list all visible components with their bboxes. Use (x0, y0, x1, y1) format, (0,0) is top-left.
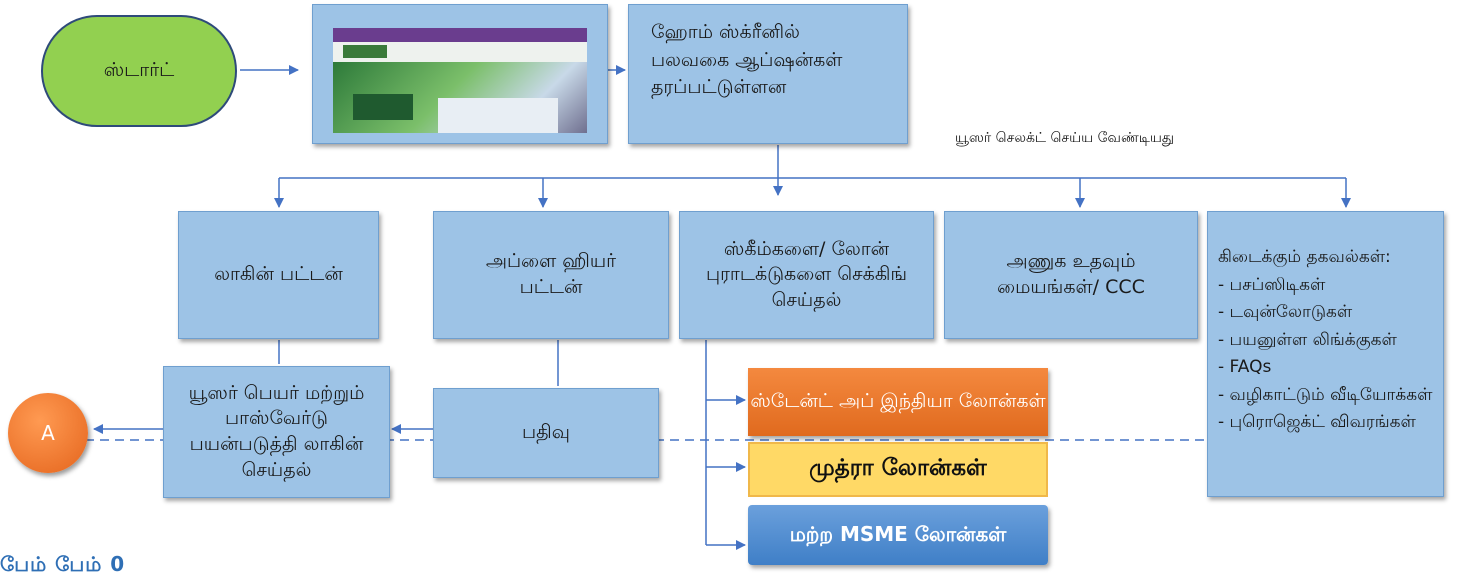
home-options-text: ஹோம் ஸ்க்ரீனில் பலவகை ஆப்ஷன்கள் தரப்பட்ட… (651, 21, 843, 99)
register-box: பதிவு (433, 388, 659, 478)
check-schemes-label: ஸ்கீம்களை/ லோன் புராடக்டுகளை செக்கிங் செ… (705, 237, 908, 311)
other-msme-loans-label: மற்ற MSME லோன்கள் (789, 521, 1007, 546)
connector-a-label: A (41, 421, 55, 445)
info-item: - FAQs (1218, 357, 1272, 378)
login-credentials-label: யூஸர் பெயர் மற்றும் பாஸ்வேர்டு பயன்படுத்… (188, 381, 365, 481)
website-thumbnail (333, 28, 587, 133)
contact-centers-label: அணுக உதவும் மையங்கள்/ CCC (997, 250, 1145, 298)
connector-a: A (8, 393, 88, 473)
start-label: ஸ்டார்ட் (103, 58, 175, 81)
login-button-box: லாகின் பட்டன் (178, 211, 379, 339)
info-list: - பசப்ஸிடிகள் - டவுன்லோடுகள் - பயனுள்ள ல… (1218, 272, 1433, 437)
start-node: ஸ்டார்ட் (41, 15, 237, 127)
info-item: - புரொஜெக்ட் விவரங்கள் (1218, 412, 1416, 433)
info-item: - வழிகாட்டும் வீடியோக்கள் (1218, 384, 1433, 405)
mudra-loans-label: முத்ரா லோன்கள் (809, 455, 987, 481)
mudra-loans: முத்ரா லோன்கள் (748, 442, 1048, 497)
contact-centers-box: அணுக உதவும் மையங்கள்/ CCC (944, 211, 1198, 339)
home-options-box: ஹோம் ஸ்க்ரீனில் பலவகை ஆப்ஷன்கள் தரப்பட்ட… (628, 4, 908, 144)
apply-button-label: அப்ளை ஹியர் பட்டன் (485, 250, 617, 298)
info-item: - பயனுள்ள லிங்க்குகள் (1218, 329, 1397, 350)
other-msme-loans: மற்ற MSME லோன்கள் (748, 505, 1048, 565)
check-schemes-box: ஸ்கீம்களை/ லோன் புராடக்டுகளை செக்கிங் செ… (679, 211, 934, 339)
login-credentials-box: யூஸர் பெயர் மற்றும் பாஸ்வேர்டு பயன்படுத்… (163, 366, 390, 498)
login-button-label: லாகின் பட்டன் (214, 263, 343, 286)
info-title: கிடைக்கும் தகவல்கள்: (1218, 247, 1391, 267)
apply-button-box: அப்ளை ஹியர் பட்டன் (433, 211, 669, 339)
standup-india-loans-label: ஸ்டேன்ட் அப் இந்தியா லோன்கள் (750, 389, 1046, 412)
cut-off-heading: பேம் பேம் 0 (0, 552, 126, 576)
info-item: - பசப்ஸிடிகள் (1218, 274, 1326, 295)
user-select-note: யூஸர் செலக்ட் செய்ய வேண்டியது (955, 130, 1175, 146)
register-label: பதிவு (522, 421, 570, 444)
info-box: கிடைக்கும் தகவல்கள்: - பசப்ஸிடிகள் - டவு… (1207, 211, 1444, 497)
screenshot-box (312, 4, 608, 144)
info-item: - டவுன்லோடுகள் (1218, 302, 1353, 323)
standup-india-loans: ஸ்டேன்ட் அப் இந்தியா லோன்கள் (748, 368, 1048, 436)
